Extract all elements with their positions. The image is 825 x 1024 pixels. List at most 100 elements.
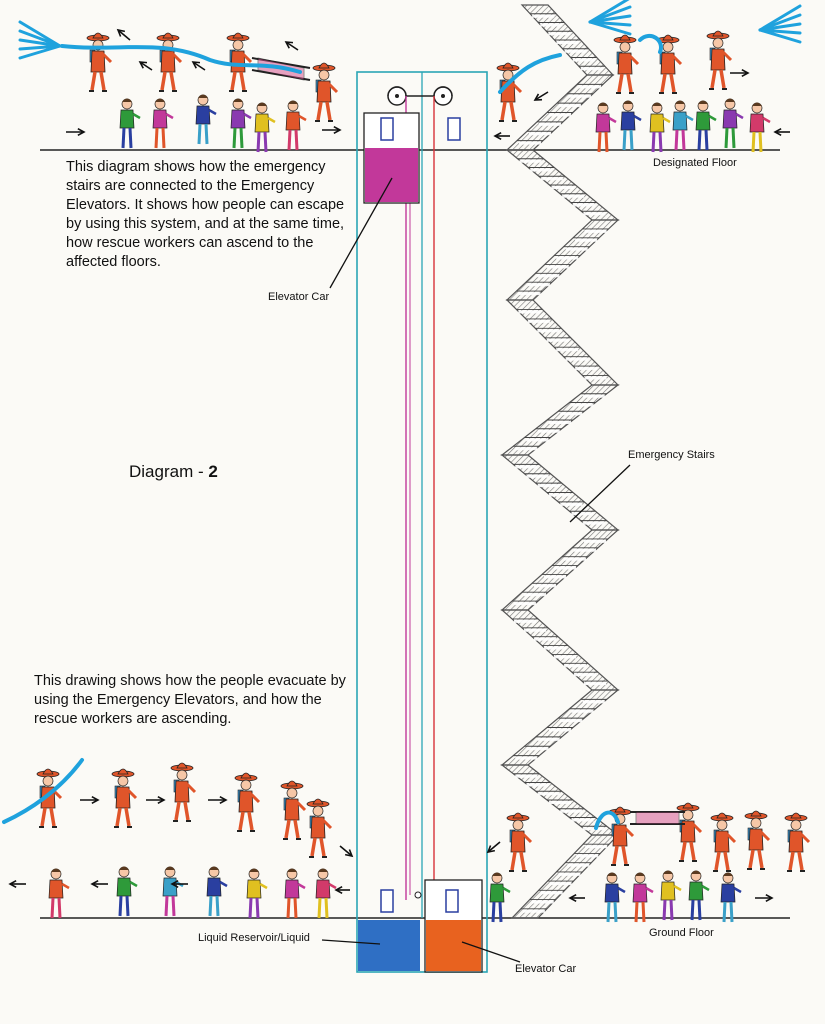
civilian-figure [660,870,682,921]
firefighter-figure [156,32,183,92]
stair-flight [520,4,615,76]
civilian-figure [620,100,642,151]
arrow-icon [773,127,790,137]
firefighter-figure [36,768,63,828]
leader-line-emergency-stairs [569,464,631,523]
civilian-figure [162,866,184,917]
water-spray [588,0,632,36]
stair-flight [500,609,620,691]
stair-flight [500,454,620,531]
stair-flight [510,834,620,919]
leader-line-elevator-car-bottom [461,941,521,963]
civilian-figure [48,868,70,919]
civilian-figure [315,868,337,919]
stair-flight [500,689,620,766]
civilian-figure [284,868,306,919]
fire-hose [638,33,663,54]
stair-flight [505,299,620,386]
firefighter-figure [608,806,635,866]
firefighter-figure [170,762,197,822]
elevator-door [380,889,394,913]
arrow-icon [208,795,228,805]
firefighter-figure [312,62,339,122]
civilian-figure [595,102,617,153]
fire-hose [594,810,620,830]
leader-line-elevator-car-top [329,177,393,289]
firefighter-figure [234,772,261,832]
arrow-icon [339,845,354,858]
arrow-icon [146,795,166,805]
arrow-icon [730,68,750,78]
firefighter-figure [306,798,333,858]
civilian-figure [230,98,252,149]
fire-hose [60,44,302,74]
firefighter-figure [676,802,703,862]
ground-floor-label: Ground Floor [649,927,714,939]
designated-floor-label: Designated Floor [653,157,737,169]
arrow-icon [8,879,26,889]
civilian-figure [489,872,511,923]
arrow-icon [138,61,153,71]
stair-flight [500,764,620,836]
elevator-door [445,889,459,913]
civilian-figure [720,872,742,923]
civilian-figure [246,868,268,919]
firefighter-figure [86,32,113,92]
diagram-title-number: 2 [208,462,218,481]
fire-hose [498,53,562,94]
civilian-figure [672,100,694,151]
arrow-icon [322,125,342,135]
civilian-figure [649,102,671,153]
arrow-icon [334,885,350,895]
elevator-car-bottom-label: Elevator Car [515,963,577,975]
firefighter-figure [710,812,737,872]
bottom-description: This drawing shows how the people evacua… [34,673,346,727]
firefighter-figure [506,812,533,872]
civilian-figure [285,100,307,151]
stair-flight [500,529,620,611]
arrows-layer [8,28,790,903]
firefighter-figure [280,780,307,840]
liquid-reservoir-label: Liquid Reservoir/Liquid [198,932,310,944]
arrow-icon [191,61,206,71]
civilian-figure [688,870,710,921]
civilian-figure [206,866,228,917]
liquid-reservoir [358,920,420,971]
civilian-figure [152,98,174,149]
top-description: This diagram shows how the emergency sta… [66,159,345,270]
civilian-figure [195,94,217,145]
water-spray [18,20,62,60]
emergency-stairs [500,4,620,919]
firefighter-figure [226,32,253,92]
firefighter-figure [111,768,138,828]
stair-flight [505,74,615,151]
firefighter-figure [744,810,771,870]
stretcher [630,811,685,825]
pulley-cable [387,86,453,97]
elevator-car-top-fill [365,148,418,202]
arrow-icon [486,841,501,854]
emergency-stairs-label: Emergency Stairs [628,449,715,461]
arrow-icon [116,28,131,41]
firefighter-figure [656,34,683,94]
civilian-figure [604,872,626,923]
leader-line-liquid-reservoir [321,939,381,945]
stair-flight [505,219,620,301]
firefighter-figure [706,30,733,90]
water-spray [758,4,802,44]
arrow-icon [284,41,299,51]
civilian-figure [119,98,141,149]
diagram-title-text: Diagram - [129,462,209,481]
arrow-icon [170,879,188,889]
civilian-figure [722,98,744,149]
arrow-icon [493,131,510,141]
civilian-figure [254,102,276,153]
firefighter-figure [784,812,811,872]
elevator-door [447,117,461,141]
stair-flight [505,149,620,221]
stair-flight [500,384,620,456]
civilian-figure [749,102,771,153]
diagram-title: Diagram - 2 [129,442,218,482]
arrow-icon [755,893,774,903]
